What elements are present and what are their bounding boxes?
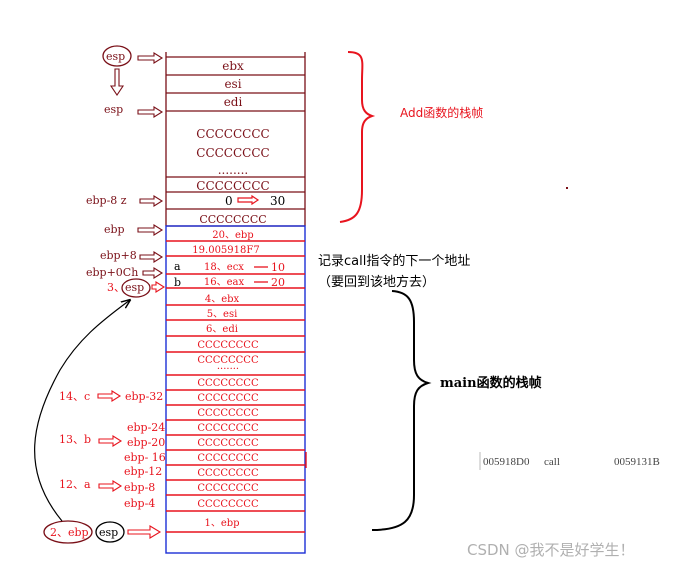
main-cell-cc-2: CCCCCCCC: [197, 355, 259, 366]
eax-value: 20: [271, 276, 285, 289]
arrow-esp-down: [109, 68, 125, 96]
bottom-esp-label: esp: [99, 526, 118, 539]
call-note-line1: 记录call指令的下一个地址: [318, 253, 470, 269]
var-b-offset: ebp-20: [127, 436, 165, 449]
esp-second-label: esp: [104, 103, 123, 116]
esp-top-label: esp: [106, 50, 125, 63]
bottom-ebp-circle: [43, 520, 93, 544]
ebp-minus-12-label: ebp-12: [124, 465, 162, 478]
main-cell-eax: 16、eax: [204, 277, 245, 288]
main-cell-cc-7: CCCCCCCC: [197, 468, 259, 479]
register-values: 10 20: [254, 261, 285, 289]
esp-top-circle: [102, 45, 132, 67]
add-cell-cc-3: CCCCCCCC: [196, 179, 269, 193]
main-cell-cc-b: CCCCCCCC: [197, 438, 259, 449]
main-cell-edi: 6、edi: [206, 324, 238, 335]
var-c-offset: ebp-32: [125, 390, 163, 403]
ebp-plus-0ch-label: ebp+0Ch: [86, 266, 138, 279]
main-cell-cc-c: CCCCCCCC: [197, 393, 259, 404]
bottom-ebp-label: 2、ebp: [50, 526, 89, 539]
main-cell-ebx: 4、ebx: [205, 294, 240, 305]
add-cell-cc-4: CCCCCCCC: [199, 213, 266, 226]
main-frame: [165, 225, 307, 554]
esp-step3-label: esp: [125, 281, 144, 294]
asm-target: 0059131B: [614, 456, 660, 468]
z-row: 0 30: [225, 194, 285, 208]
asm-address: 005918D0: [483, 456, 530, 468]
main-cell-cc-5: CCCCCCCC: [197, 423, 259, 434]
main-frame-brace: [371, 290, 432, 531]
arrow-ebp-plus-8: [139, 251, 164, 263]
main-cell-cc-3: CCCCCCCC: [197, 378, 259, 389]
main-cell-saved-ebp-2: 1、ebp: [204, 518, 239, 529]
ebp-minus-16-label: ebp- 16: [124, 451, 166, 464]
bottom-esp-circle: [95, 521, 125, 543]
arrow-bottom-esp: [127, 525, 162, 539]
main-cell-cc-a: CCCCCCCC: [197, 483, 259, 494]
ebp-minus-8-z-label: ebp-8 z: [86, 194, 127, 207]
row-a-label: a: [174, 260, 181, 273]
add-frame-brace: [339, 51, 376, 223]
main-frame-label: main函数的栈帧: [440, 375, 542, 391]
z-value-to: 30: [270, 194, 285, 208]
ebp-minus-4-label: ebp-4: [124, 497, 155, 510]
arrow-esp-top: [137, 52, 164, 64]
arrow-ebp: [137, 224, 164, 236]
main-cell-cc-1: CCCCCCCC: [197, 340, 259, 351]
arrow-esp-second: [137, 106, 164, 118]
var-a-label: 12、a: [59, 478, 91, 491]
z-value-from: 0: [225, 194, 233, 208]
main-cell-saved-ebp: 20、ebp: [212, 230, 253, 241]
arrow-ebp-minus-8: [139, 195, 164, 207]
pointer-arrows: [97, 52, 166, 539]
var-b-label: 13、b: [59, 433, 91, 446]
ebp-plus-8-label: ebp+8: [100, 249, 137, 262]
main-cell-cc-6: CCCCCCCC: [197, 453, 259, 464]
var-c-label: 14、c: [59, 390, 90, 403]
main-cell-esi: 5、esi: [207, 309, 238, 320]
esp-move-curve-arrow: [34, 300, 130, 522]
arrow-a: [98, 480, 123, 492]
ebp-label: ebp: [104, 223, 125, 236]
add-frame-label: Add函数的栈帧: [400, 105, 483, 120]
row-b-label: b: [174, 276, 181, 289]
main-cell-cc-4: CCCCCCCC: [197, 408, 259, 419]
var-a-offset: ebp-8: [124, 481, 155, 494]
add-cell-esi: esi: [224, 77, 241, 91]
add-cell-cc-1: CCCCCCCC: [196, 127, 269, 141]
main-cell-ecx: 18、ecx: [204, 262, 244, 273]
z-arrow: [237, 194, 260, 206]
asm-line: 005918D0 call 0059131B: [479, 452, 660, 470]
arrow-b: [98, 435, 123, 447]
main-cell-return-addr: 19.005918F7: [192, 245, 259, 256]
add-cell-edi: edi: [224, 95, 243, 109]
esp-step3-circle: [121, 278, 151, 298]
arrow-ebp-plus-0ch: [142, 267, 164, 279]
call-note-line2: （要回到该地方去）: [318, 274, 435, 290]
add-cell-ebx: ebx: [222, 59, 244, 73]
esp-step3-number: 3、: [107, 281, 125, 294]
ecx-value: 10: [271, 261, 285, 274]
stray-dot: [566, 187, 568, 189]
main-cell-cc-8: CCCCCCCC: [197, 499, 259, 510]
csdn-watermark: CSDN @我不是好学生！: [467, 541, 635, 559]
main-cell-dots: ·······: [217, 364, 239, 375]
arrow-esp-step3: [151, 281, 166, 293]
add-cell-dots: ........: [218, 163, 249, 177]
arrow-c: [97, 390, 122, 402]
ebp-minus-24-label: ebp-24: [127, 421, 165, 434]
asm-instruction: call: [544, 456, 560, 468]
add-cell-cc-2: CCCCCCCC: [196, 146, 269, 160]
